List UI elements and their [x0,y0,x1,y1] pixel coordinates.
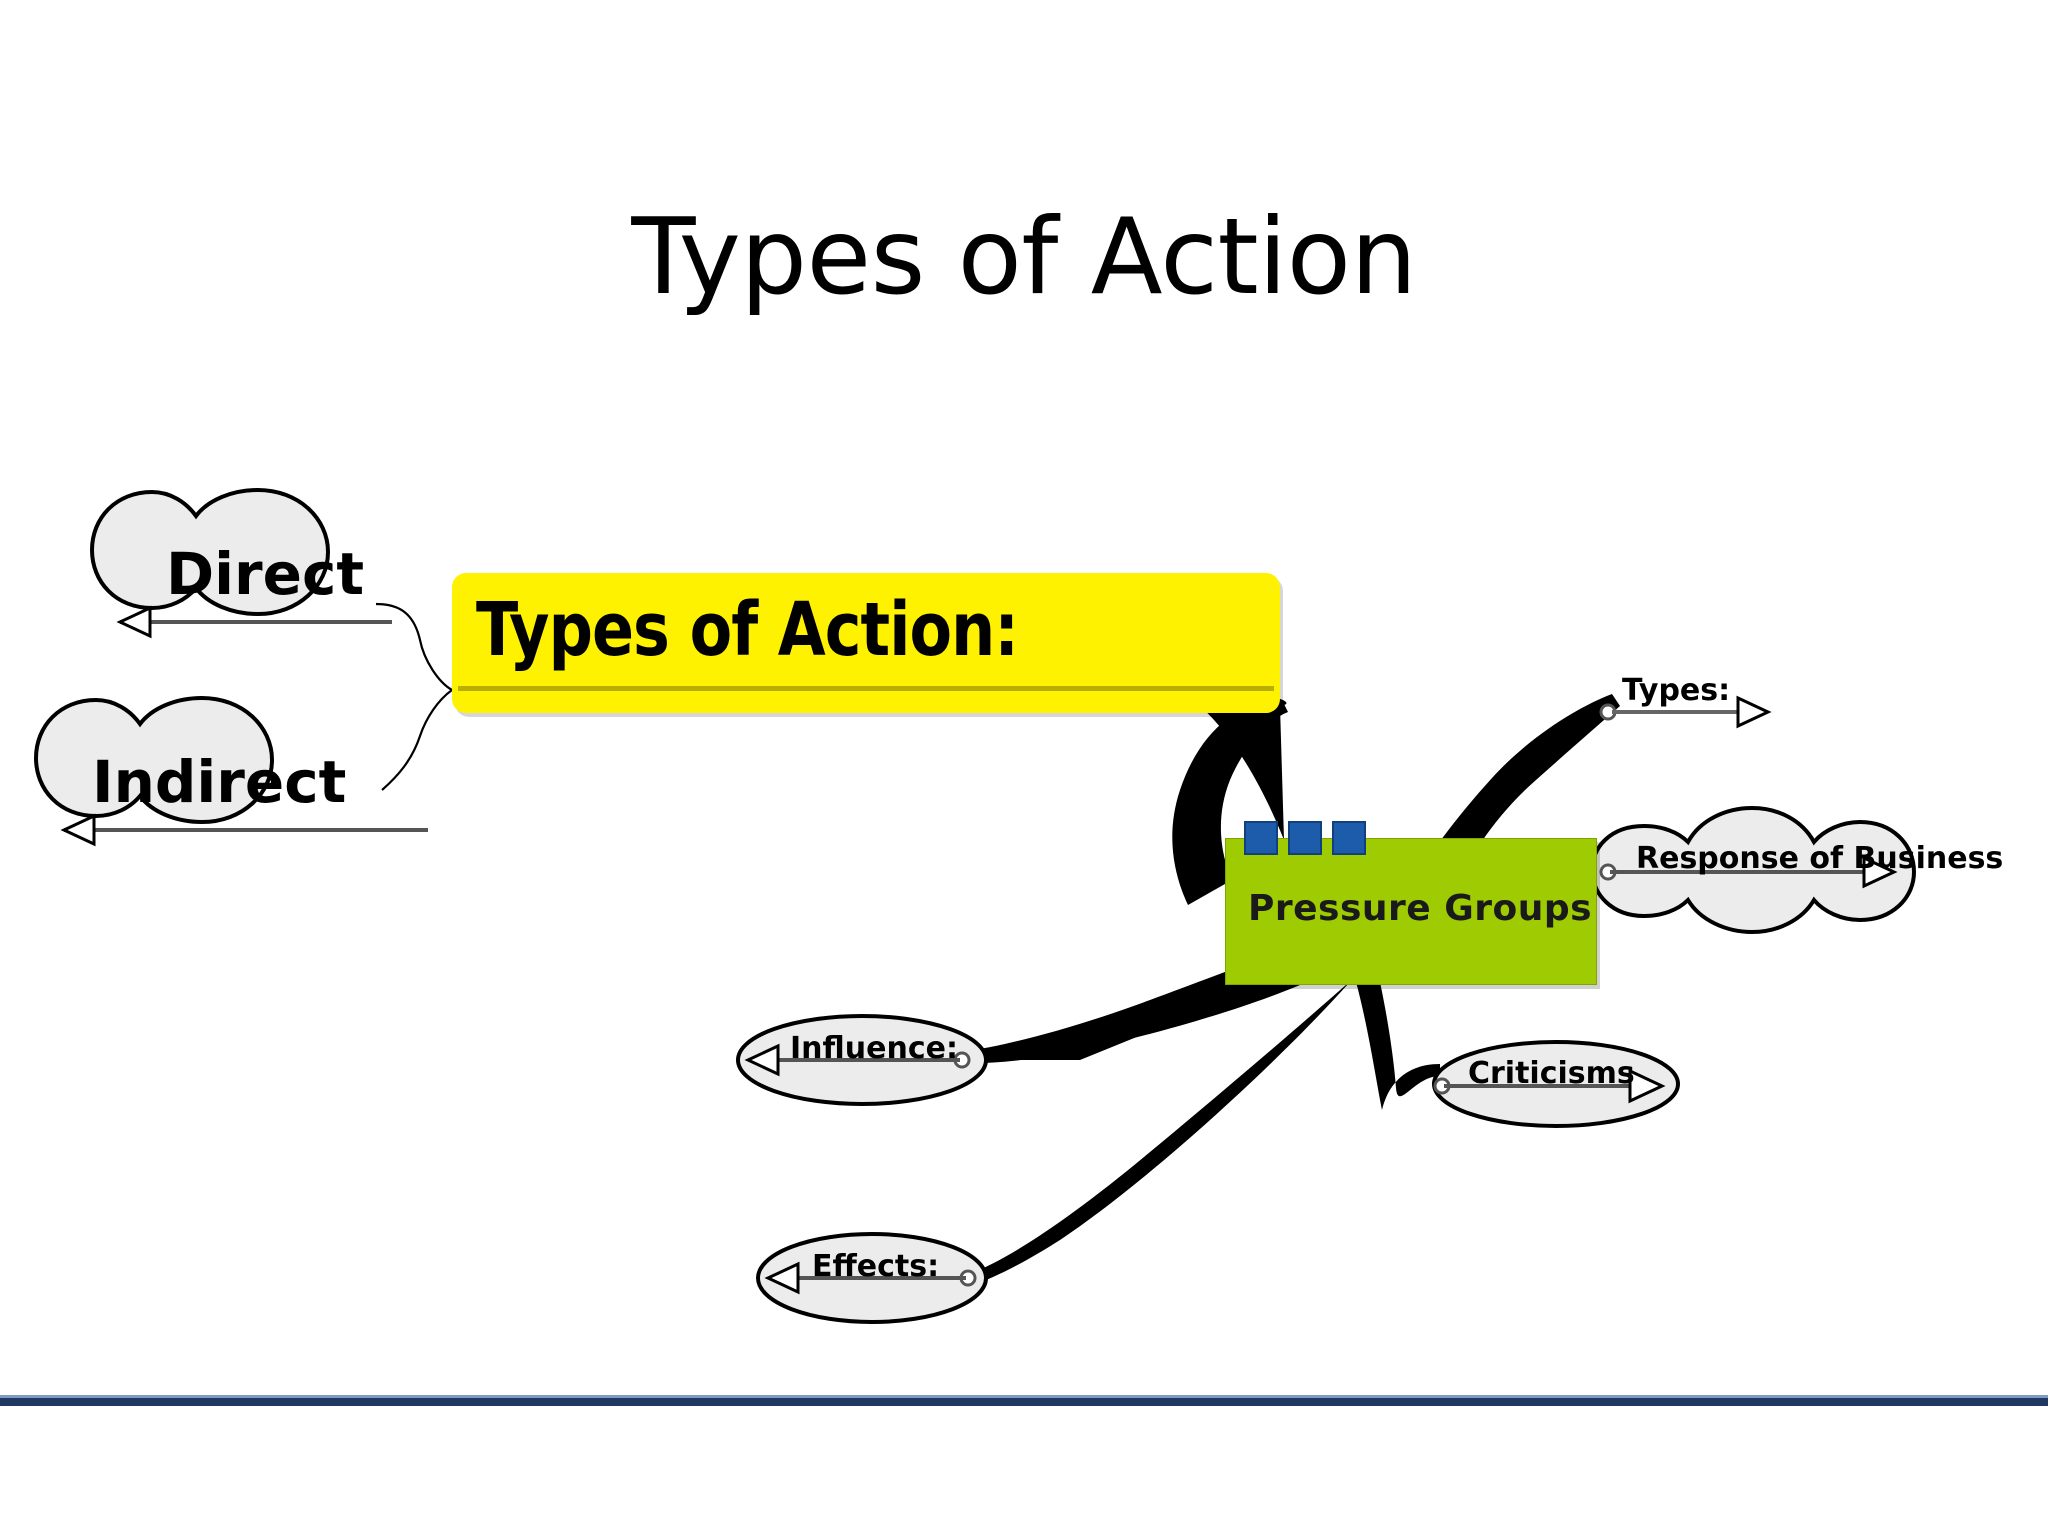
chip-icon-1[interactable] [1244,821,1278,855]
node-pressure-groups-label: Pressure Groups [1248,888,1593,929]
connector-typesofaction-indirect [381,689,453,791]
footer-divider-thin [0,1395,2048,1398]
connector-pg-effects [968,944,1392,1286]
connector-pg-criticisms [1356,982,1440,1110]
node-types-of-action[interactable]: Types of Action: [452,573,1280,713]
node-pressure-groups[interactable]: Pressure Groups [1225,821,1597,985]
node-response-of-business-label[interactable]: Response of Business [1636,841,2004,876]
chip-icon-3[interactable] [1332,821,1366,855]
connector-pg-wedge-left [1000,975,1240,1060]
chip-icon-2[interactable] [1288,821,1322,855]
node-influence-label[interactable]: Influence: [790,1031,958,1066]
footer-divider [0,1395,2048,1406]
node-effects-label[interactable]: Effects: [812,1249,940,1284]
footer-divider-thick [0,1398,2048,1406]
page-title: Types of Action [631,196,1417,318]
connector-typesofaction-direct [375,602,453,691]
node-criticisms-label[interactable]: Criticisms [1468,1056,1635,1091]
connector-thin-group [375,602,453,791]
node-indirect-label[interactable]: Indirect [92,748,347,816]
node-direct-label[interactable]: Direct [166,540,365,608]
node-types-of-action-label: Types of Action: [476,587,1019,673]
node-types-label[interactable]: Types: [1622,673,1731,708]
underline-bar [458,686,1274,691]
connector-tapered-group [960,688,1620,1286]
